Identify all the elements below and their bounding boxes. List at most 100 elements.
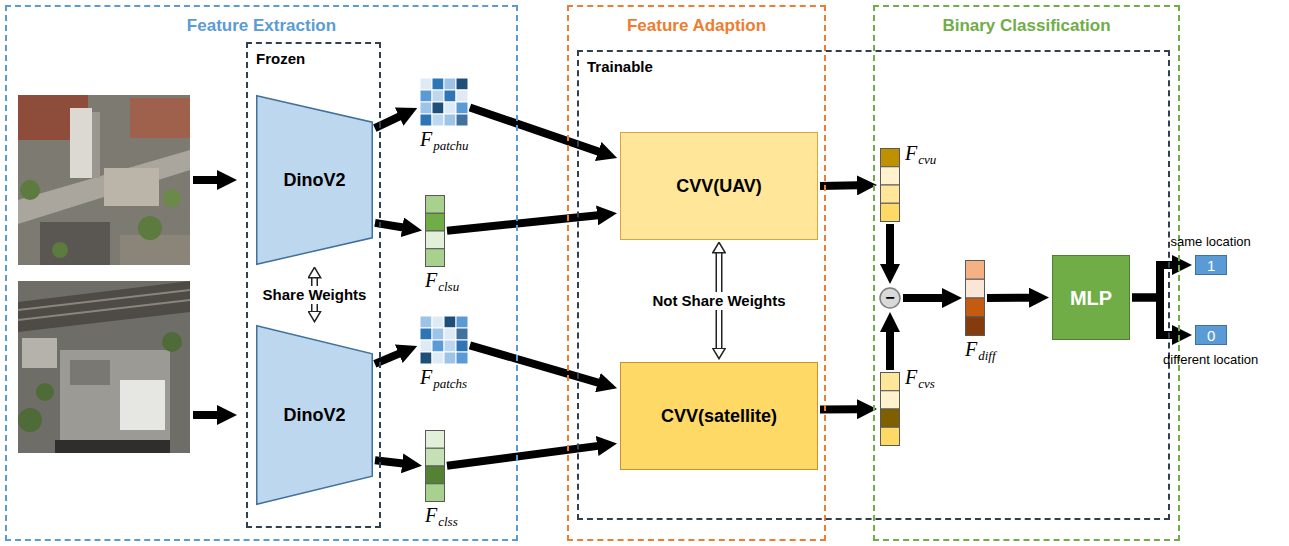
flow-arrow <box>1132 265 1173 298</box>
feature-cell <box>420 90 432 102</box>
feature-cell <box>432 352 444 364</box>
flow-arrow <box>820 181 858 190</box>
flow-arrow <box>375 460 403 463</box>
feature-cell <box>881 167 900 185</box>
feature-symbol: F <box>965 338 977 360</box>
feature-cell <box>456 114 468 126</box>
photo-tree <box>36 383 54 401</box>
frame-title: Trainable <box>587 57 1160 76</box>
feature-symbol: F <box>420 128 432 150</box>
module-box: CVV(satellite) <box>620 362 818 470</box>
photo-building <box>104 168 159 206</box>
feature-column <box>425 195 445 267</box>
feature-cell <box>432 316 444 328</box>
feature-cell <box>881 373 900 391</box>
photo-tree <box>138 216 162 240</box>
feature-subscript: cvs <box>918 376 935 391</box>
feature-cell <box>966 279 985 298</box>
stage-region: Binary Classification <box>873 5 1180 541</box>
edge-label: Share Weights <box>260 286 370 304</box>
classifier-box: MLP <box>1052 255 1130 340</box>
circle-outline <box>880 288 900 308</box>
photo-roof <box>120 380 165 430</box>
operator-symbol: − <box>885 290 894 306</box>
feature-subscript: patchs <box>433 376 467 391</box>
feature-cell <box>444 102 456 114</box>
feature-cell <box>444 316 456 328</box>
feature-cell <box>456 340 468 352</box>
feature-symbol: F <box>425 504 437 526</box>
feature-cell <box>432 78 444 90</box>
feature-cell <box>881 203 900 221</box>
feature-symbol: F <box>425 269 437 291</box>
feature-cell <box>456 328 468 340</box>
photo-building <box>22 338 57 368</box>
flow-arrow <box>1132 298 1173 336</box>
frame-title: Frozen <box>256 49 371 68</box>
feature-column <box>880 372 900 446</box>
feature-cell <box>420 316 432 328</box>
feature-symbol: F <box>420 366 432 388</box>
feature-subscript: cvu <box>918 152 936 167</box>
flow-arrow <box>375 116 400 128</box>
feature-subscript: diff <box>978 348 995 363</box>
feature-symbol: F <box>905 142 917 164</box>
edge-label: Not Share Weights <box>649 292 788 310</box>
module-label: CVV(satellite) <box>661 404 777 428</box>
photo-tree <box>52 242 68 258</box>
feature-cell <box>432 102 444 114</box>
connectors <box>315 107 1174 465</box>
photo-tree <box>162 332 182 352</box>
feature-grid <box>420 316 468 364</box>
feature-cell <box>426 484 445 502</box>
output-value: 1 <box>1207 258 1215 273</box>
feature-cell <box>426 431 445 449</box>
feature-map: Fpatchs <box>420 316 468 364</box>
photo-roof <box>70 360 110 385</box>
encoder-trapezoid: DinoV2 <box>256 95 373 265</box>
encoder-label: DinoV2 <box>283 169 345 191</box>
input-arrow <box>193 411 218 419</box>
output-value: 0 <box>1207 328 1215 343</box>
flow-arrow <box>820 405 858 413</box>
feature-cell <box>456 90 468 102</box>
feature-cell <box>444 352 456 364</box>
feature-cell <box>966 261 985 280</box>
photo-tree <box>163 189 181 207</box>
feature-column <box>880 148 900 222</box>
feature-cell <box>426 249 445 267</box>
module-label: CVV(UAV) <box>676 174 762 198</box>
feature-cell <box>420 340 432 352</box>
feature-subscript: patchu <box>433 138 468 153</box>
flow-arrow <box>447 215 598 231</box>
photo-rail <box>18 300 190 320</box>
feature-vector: Fcvs <box>880 372 900 446</box>
photo-building <box>130 98 190 138</box>
feature-cell <box>432 90 444 102</box>
flow-arrow <box>886 331 894 370</box>
feature-cell <box>966 298 985 317</box>
feature-cell <box>881 185 900 203</box>
photo-ground <box>18 281 190 453</box>
photo-railway <box>18 281 190 332</box>
feature-column <box>965 260 985 336</box>
feature-vector: Fdiff <box>965 260 985 336</box>
region-title: Binary Classification <box>942 15 1110 36</box>
module-box: CVV(UAV) <box>620 132 818 240</box>
feature-map: Fpatchu <box>420 78 468 126</box>
flow-arrow <box>903 294 943 302</box>
feature-cell <box>444 90 456 102</box>
output-box: 0different location <box>1195 325 1227 345</box>
feature-cell <box>456 352 468 364</box>
feature-column <box>425 430 445 502</box>
feature-subscript: clsu <box>438 279 459 294</box>
flow-arrow <box>886 224 894 265</box>
photo-tree <box>20 180 40 200</box>
feature-cell <box>420 352 432 364</box>
feature-cell <box>426 466 445 484</box>
feature-cell <box>444 78 456 90</box>
feature-cell <box>881 149 900 167</box>
feature-vector: Fcvu <box>880 148 900 222</box>
feature-cell <box>420 328 432 340</box>
feature-cell <box>444 328 456 340</box>
